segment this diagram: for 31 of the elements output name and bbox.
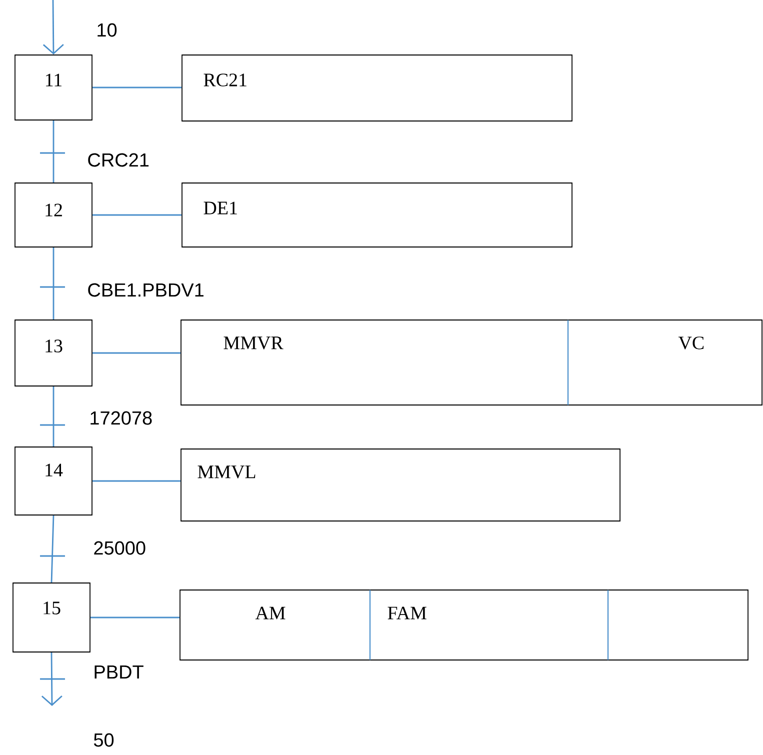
link-line — [92, 480, 181, 482]
transition-label: 25000 — [92, 540, 148, 556]
action-box: DE1 — [182, 182, 572, 248]
transition-line — [39, 514, 66, 584]
step-reference: 10 — [98, 23, 117, 37]
transition-line — [39, 120, 66, 184]
step-reference: 50 — [94, 733, 114, 747]
link-line — [92, 352, 181, 354]
link-line — [92, 86, 182, 88]
transition-label: PBDT — [92, 664, 145, 680]
action-box: MMVL — [180, 448, 620, 522]
action-box: RC21 — [182, 54, 572, 122]
transition-label: CRC21 — [86, 152, 150, 168]
step-box: 15 — [12, 582, 90, 652]
link-line — [92, 214, 182, 216]
transition-line — [39, 386, 66, 448]
transition-line — [39, 652, 66, 706]
step-box: 11 — [14, 54, 92, 120]
action-box: MMVR — [180, 320, 568, 406]
action-box — [608, 590, 748, 660]
action-box: FAM — [370, 590, 608, 660]
action-box: AM — [180, 590, 370, 660]
step-box: 14 — [14, 446, 92, 516]
link-line — [90, 616, 180, 618]
transition-label: CBE1.PBDV1 — [86, 282, 206, 298]
step-box: 13 — [14, 320, 92, 386]
transition-line — [39, 246, 66, 320]
arrow — [42, 0, 64, 55]
action-box: VC — [568, 320, 762, 406]
transition-label: 172078 — [88, 410, 154, 426]
step-box: 12 — [14, 182, 92, 248]
